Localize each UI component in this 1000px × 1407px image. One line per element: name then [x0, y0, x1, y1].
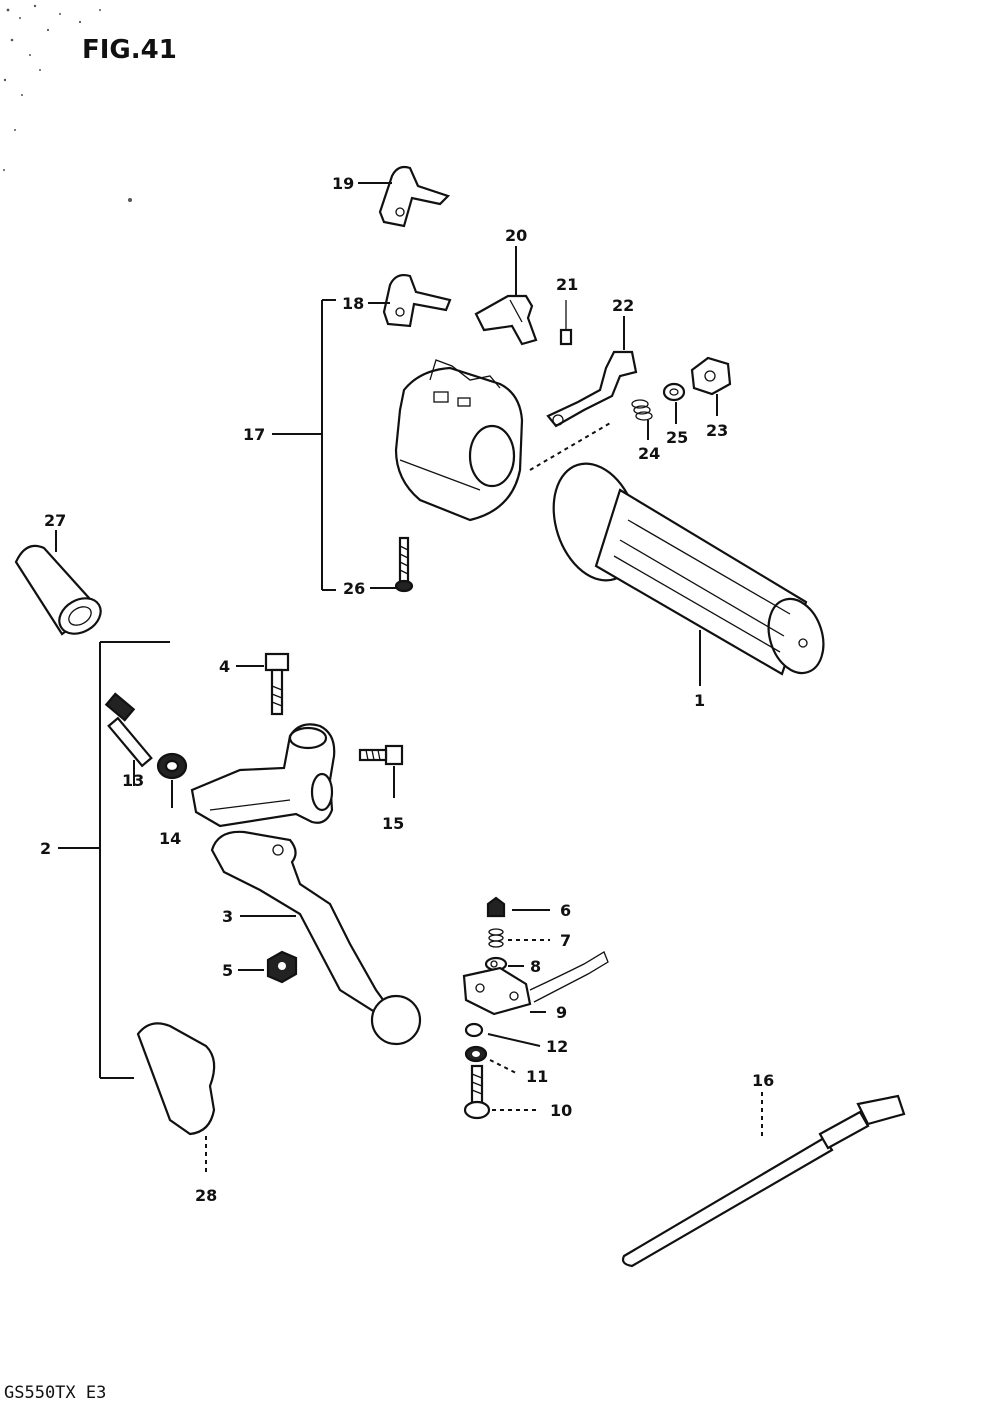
part-11-lockwasher [464, 1045, 488, 1063]
callout-25: 25 [666, 428, 688, 447]
figure-title: FIG.41 [82, 35, 177, 65]
callout-22: 22 [612, 296, 634, 315]
part-24-spring [631, 399, 653, 421]
part-18-housing-cap [382, 273, 452, 328]
part-10-screw [463, 1064, 491, 1120]
callout-2: 2 [40, 839, 51, 858]
part-4-pivot-bolt [264, 652, 290, 716]
callout-23: 23 [706, 421, 728, 440]
scan-noise [3, 4, 132, 202]
part-28-lever-cover [136, 1022, 216, 1136]
lever-holder [190, 723, 336, 828]
callout-28: 28 [195, 1186, 217, 1205]
callout-21: 21 [556, 275, 578, 294]
part-13-adjuster [104, 692, 153, 768]
callout-15: 15 [382, 814, 404, 833]
part-20-switch-knob [474, 294, 538, 346]
callout-27: 27 [44, 511, 66, 530]
callout-14: 14 [159, 829, 181, 848]
part-17-switch-housing [394, 359, 524, 522]
callout-26: 26 [343, 579, 365, 598]
callout-3: 3 [222, 907, 233, 926]
callout-5: 5 [222, 961, 233, 980]
part-12-washer [464, 1022, 484, 1038]
callout-20: 20 [505, 226, 527, 245]
callout-6: 6 [560, 901, 571, 920]
part-25-washer [662, 382, 686, 402]
part-23-nut [690, 356, 732, 396]
callout-7: 7 [560, 931, 571, 950]
part-26-screw [394, 536, 414, 593]
part-16-cable-tie [621, 1094, 906, 1268]
callout-18: 18 [342, 294, 364, 313]
model-code: GS550TX E3 [4, 1383, 106, 1403]
part-14-locknut [156, 752, 188, 780]
part-27-lever-boot [14, 544, 102, 636]
part-19-housing-cap [378, 165, 451, 228]
part-3-clutch-lever [210, 830, 422, 1046]
part-6-switch-pin [486, 896, 506, 918]
part-21-screw [559, 300, 573, 346]
part-7-spring [488, 928, 504, 948]
part-22-contact-plate [546, 350, 638, 428]
callout-17: 17 [243, 425, 265, 444]
callout-4: 4 [219, 657, 230, 676]
callout-1: 1 [694, 691, 705, 710]
callout-13: 13 [122, 771, 144, 790]
callout-9: 9 [556, 1003, 567, 1022]
callout-10: 10 [550, 1101, 572, 1120]
part-15-bolt [358, 744, 404, 766]
callout-24: 24 [638, 444, 660, 463]
part-9-clutch-switch [462, 951, 609, 1016]
part-1-handle-grip [552, 462, 825, 676]
callout-11: 11 [526, 1067, 548, 1086]
callout-19: 19 [332, 174, 354, 193]
callout-12: 12 [546, 1037, 568, 1056]
callout-8: 8 [530, 957, 541, 976]
callout-16: 16 [752, 1071, 774, 1090]
part-5-nut [266, 950, 298, 984]
